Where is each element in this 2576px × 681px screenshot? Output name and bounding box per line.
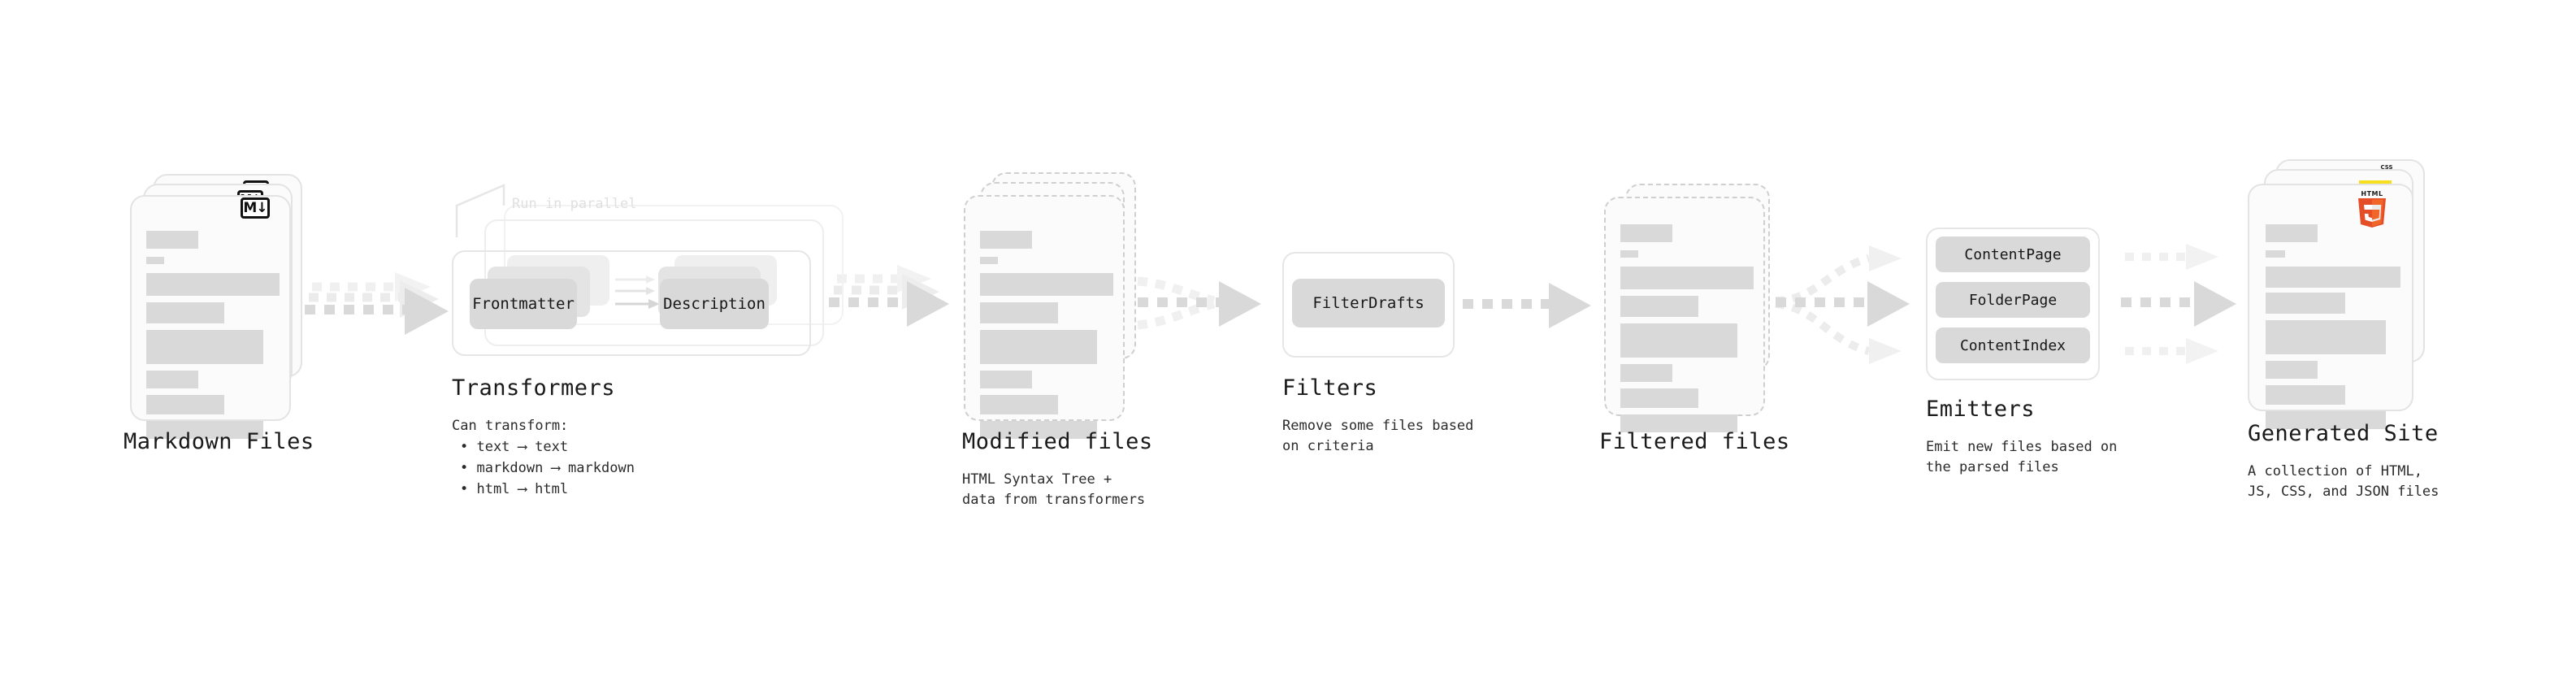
modified-card-front <box>964 195 1125 439</box>
emitter-node-contentindex[interactable]: ContentIndex <box>1936 327 2090 363</box>
arrow-filters-to-filtered <box>1463 283 1591 328</box>
stage-title-markdown-files: Markdown Files <box>124 429 314 454</box>
stage-title-modified-files: Modified files <box>962 429 1153 454</box>
filters-subtitle: Remove some files based on criteria <box>1282 418 1474 454</box>
content-line <box>1620 364 1672 382</box>
content-line <box>2266 224 2318 242</box>
content-line <box>1620 414 1737 432</box>
stage-title-transformers: Transformers <box>452 375 616 401</box>
transformer-node-frontmatter[interactable]: Frontmatter <box>470 279 577 329</box>
arrow-emitters-to-site <box>2121 244 2236 364</box>
emitter-node-folderpage[interactable]: FolderPage <box>1936 282 2090 318</box>
arrow-modified-to-filters <box>1137 276 1261 330</box>
filtered-card-content <box>1606 198 1763 432</box>
svg-text:CSS: CSS <box>2380 164 2392 171</box>
content-line <box>2266 267 2400 288</box>
content-line <box>146 330 263 364</box>
content-line <box>146 302 224 323</box>
stage-title-emitters: Emitters <box>1926 397 2036 422</box>
transformers-bullet-2: • html ⟶ html <box>460 481 569 497</box>
transformer-node-description[interactable]: Description <box>660 279 769 329</box>
content-line <box>1620 296 1698 317</box>
content-line <box>146 371 198 388</box>
generated-site-subtitle: A collection of HTML, JS, CSS, and JSON … <box>2248 463 2439 500</box>
emitters-group <box>1926 228 2100 380</box>
content-line <box>980 395 1058 414</box>
filters-group <box>1282 252 1455 358</box>
content-line <box>980 257 998 264</box>
stage-title-filters: Filters <box>1282 375 1378 401</box>
transformers-bullet-0: • text ⟶ text <box>460 439 569 455</box>
content-line <box>146 273 280 296</box>
content-line <box>1620 250 1638 258</box>
markdown-card-front <box>130 195 291 439</box>
modified-card-content <box>965 197 1123 439</box>
content-line <box>980 273 1113 296</box>
content-line <box>980 421 1097 439</box>
emitter-node-contentpage[interactable]: ContentPage <box>1936 236 2090 272</box>
content-line <box>2266 293 2345 314</box>
arrow-filtered-to-emitters <box>1775 245 1910 364</box>
stage-title-generated-site: Generated Site <box>2248 421 2439 446</box>
run-in-parallel-label: Run in parallel <box>512 196 637 212</box>
content-line <box>1620 323 1737 358</box>
emitters-subtitle: Emit new files based on the parsed files <box>1926 439 2118 475</box>
filtered-card-front <box>1604 197 1765 432</box>
content-line <box>980 302 1058 323</box>
content-line <box>980 231 1032 249</box>
content-line <box>980 330 1097 364</box>
content-line <box>2266 385 2345 405</box>
content-line <box>2266 361 2318 379</box>
stage-title-filtered-files: Filtered files <box>1599 429 1790 454</box>
markdown-card-content <box>132 197 289 439</box>
content-line <box>2266 411 2386 429</box>
arrow-markdown-to-transformers <box>305 272 449 335</box>
arrow-transformers-to-modified <box>829 265 949 327</box>
transformers-bullet-1: • markdown ⟶ markdown <box>460 460 635 476</box>
content-line <box>2266 250 2285 258</box>
content-line <box>980 371 1032 388</box>
transformers-subtitle: Can transform: <box>452 418 569 434</box>
html5-icon: HTML <box>2358 190 2386 228</box>
content-line <box>2266 320 2386 354</box>
content-line <box>1620 388 1698 408</box>
content-line <box>146 395 224 414</box>
modified-files-subtitle: HTML Syntax Tree + data from transformer… <box>962 471 1146 508</box>
site-card-front <box>2248 184 2413 429</box>
content-line <box>1620 224 1672 242</box>
markdown-icon: M↓ <box>241 197 270 219</box>
content-line <box>1620 267 1754 289</box>
transformer-group-front <box>452 250 811 356</box>
content-line <box>146 257 164 264</box>
content-line <box>146 421 263 439</box>
svg-text:HTML: HTML <box>2361 190 2383 197</box>
content-line <box>146 231 198 249</box>
site-card-content <box>2249 185 2412 429</box>
filter-node-filterdrafts[interactable]: FilterDrafts <box>1292 279 1445 327</box>
